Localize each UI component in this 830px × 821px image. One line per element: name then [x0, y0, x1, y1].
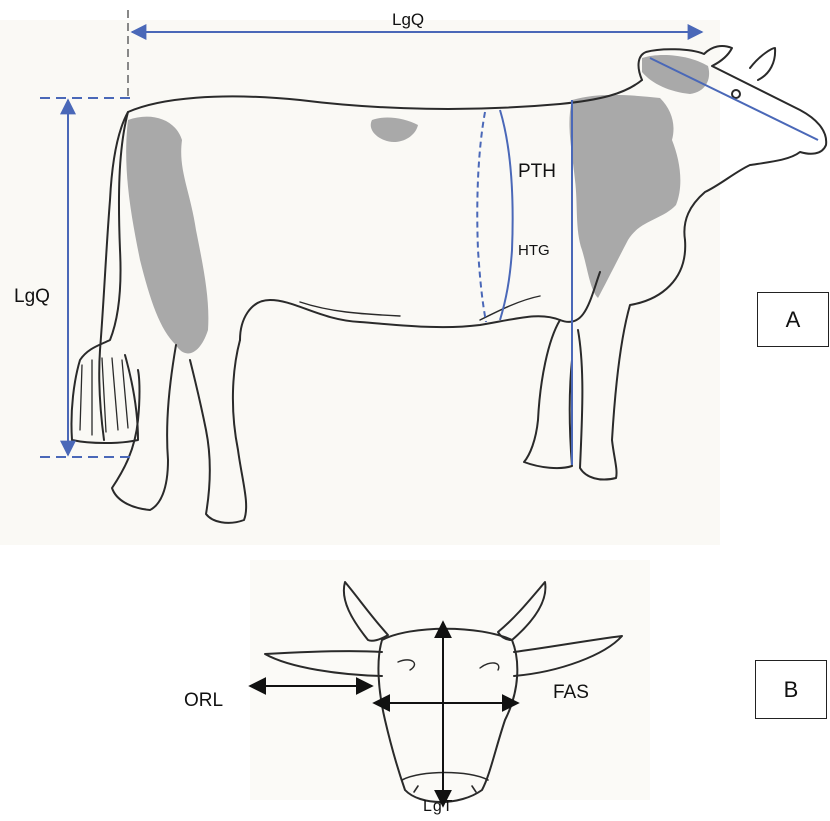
withers-height-label: HTG	[518, 242, 550, 259]
face-width-label: FAS	[553, 682, 589, 704]
ear-length-label: ORL	[184, 690, 223, 712]
chest-girth-label: PTH	[518, 161, 556, 183]
cow-ear	[750, 48, 775, 80]
cow-eye	[732, 90, 740, 98]
head-length-label: LgT	[423, 798, 454, 816]
top-length-label: LgQ	[392, 10, 424, 30]
panel-label-b: B	[755, 660, 827, 719]
paper-background-b	[250, 560, 650, 800]
left-height-label: LgQ	[14, 286, 50, 308]
panel-label-a: A	[757, 292, 829, 347]
